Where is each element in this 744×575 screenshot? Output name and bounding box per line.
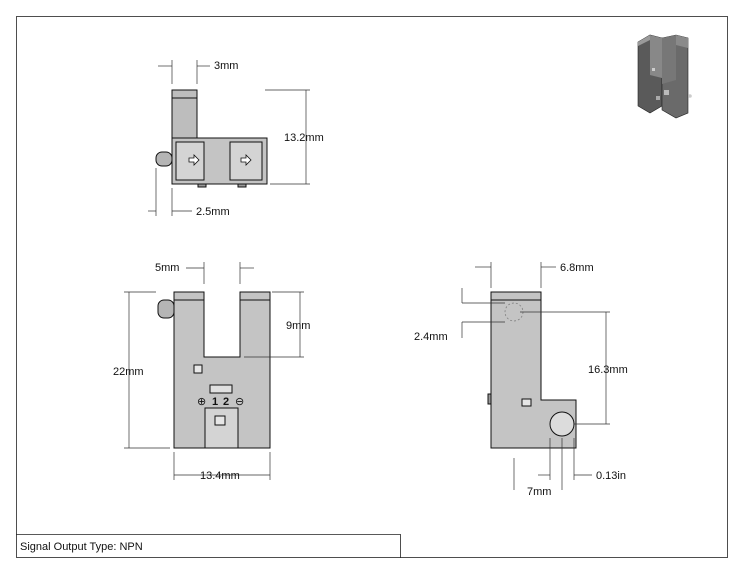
dim-side-hole-offset: 2.4mm xyxy=(414,331,448,343)
top-view-connector xyxy=(155,151,173,167)
side-view: 6.8mm 2.4mm 16.3mm 7mm 0.13in xyxy=(414,262,628,498)
dim-slot-width: 5mm xyxy=(155,262,179,274)
front-view: ⊕ 1 2 ⊖ 5mm 9mm 22mm 13.4mm xyxy=(113,262,310,482)
iso-view xyxy=(637,34,692,119)
pin-1-label: 1 xyxy=(212,396,218,408)
top-view: 3mm 13.2mm 2.5mm xyxy=(148,60,324,218)
pin-2-label: 2 xyxy=(223,396,229,408)
dim-top-width: 3mm xyxy=(214,60,238,72)
side-view-mount-hole xyxy=(549,411,575,437)
front-view-connector xyxy=(157,299,175,319)
dim-side-width: 6.8mm xyxy=(560,262,594,274)
dim-front-height: 22mm xyxy=(113,366,144,378)
sheet-border xyxy=(16,16,728,558)
dim-side-hole-dia: 0.13in xyxy=(596,470,626,482)
dim-slot-depth: 9mm xyxy=(286,320,310,332)
dim-side-height: 16.3mm xyxy=(588,364,628,376)
side-view-body xyxy=(490,291,577,449)
dim-top-offset: 2.5mm xyxy=(196,206,230,218)
top-view-post xyxy=(171,89,198,139)
dim-top-height: 13.2mm xyxy=(284,132,324,144)
pin-plus-icon: ⊕ xyxy=(197,396,206,408)
top-view-arrow-icon xyxy=(188,154,252,166)
dim-front-width: 13.4mm xyxy=(200,470,240,482)
dim-side-tab: 7mm xyxy=(527,486,551,498)
signal-output-type: Signal Output Type: NPN xyxy=(20,541,143,553)
pin-minus-icon: ⊖ xyxy=(235,396,244,408)
